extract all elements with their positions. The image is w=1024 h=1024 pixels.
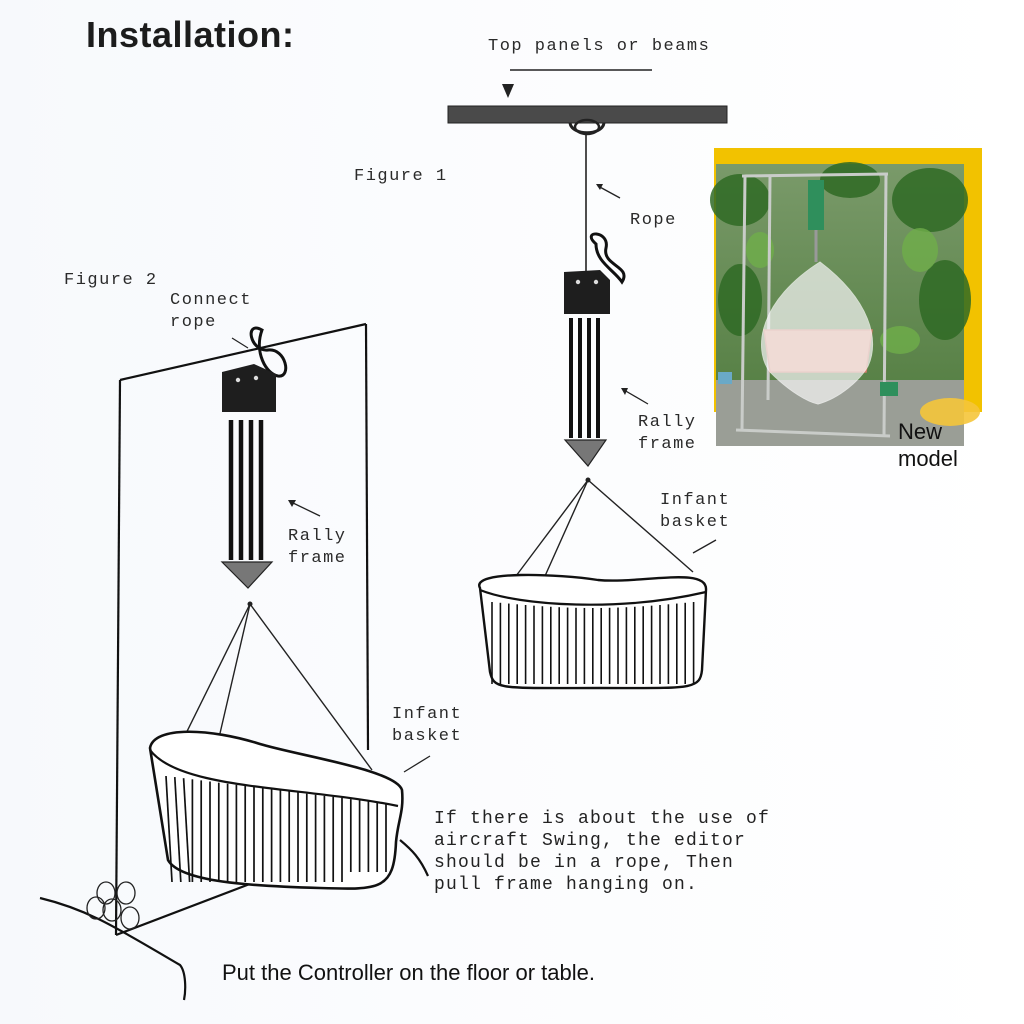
beam-arrow-head [502, 84, 514, 98]
figure-1-drawing [447, 69, 728, 690]
photo-motor [808, 180, 824, 230]
photo-mesh-net [761, 261, 874, 405]
stand-wheels [86, 881, 140, 930]
basket-1-bars [491, 602, 695, 684]
stand-base-curve [39, 896, 187, 1001]
stand-base-bar [115, 880, 256, 937]
rope-arrow-head [596, 184, 603, 190]
installation-note: If there is about the use of aircraft Sw… [434, 809, 771, 895]
infant-basket-2 [148, 730, 404, 890]
hook-ring [573, 118, 601, 136]
top-beam-label: Top panels or beams [488, 37, 711, 56]
figure-2-drawing [39, 322, 431, 1001]
cord-coil [589, 232, 626, 285]
figure-1-label: Figure 1 [354, 167, 448, 186]
rally-frame-label-2: Rally frame [288, 527, 347, 568]
basket-bar [165, 775, 173, 883]
infant-basket-label-1: Infant basket [660, 491, 731, 532]
cord-coil-2 [249, 326, 288, 378]
rally-springs [569, 318, 600, 438]
controller-caption: Put the Controller on the floor or table… [222, 960, 595, 985]
motor-box-2 [222, 364, 276, 412]
rally-frame-label-1: Rally frame [638, 413, 697, 454]
spring-tip-2 [220, 561, 274, 589]
basket-bar [182, 778, 191, 883]
basket-strings [512, 479, 694, 581]
page-title: Installation: [86, 14, 295, 55]
stand-top-bar [119, 322, 367, 382]
rally-springs-2 [228, 420, 264, 560]
rope-label: Rope [630, 211, 677, 230]
new-model-label: New model [898, 419, 958, 471]
top-beam [447, 105, 728, 124]
basket-bar [173, 777, 182, 883]
spring-tip [563, 439, 608, 467]
basket-2-bars [165, 775, 387, 883]
stand-left-post [114, 379, 122, 936]
motor-box [564, 270, 610, 314]
rope-arrow [597, 185, 621, 199]
basket-arrow [692, 539, 717, 554]
new-model-photo [710, 148, 982, 446]
connect-rope-label: Connect rope [170, 291, 252, 332]
figure-2-label: Figure 2 [64, 271, 158, 290]
infant-basket-label-2: Infant basket [392, 705, 463, 746]
stand-right-post [364, 323, 370, 751]
rally-arrow [623, 389, 649, 405]
